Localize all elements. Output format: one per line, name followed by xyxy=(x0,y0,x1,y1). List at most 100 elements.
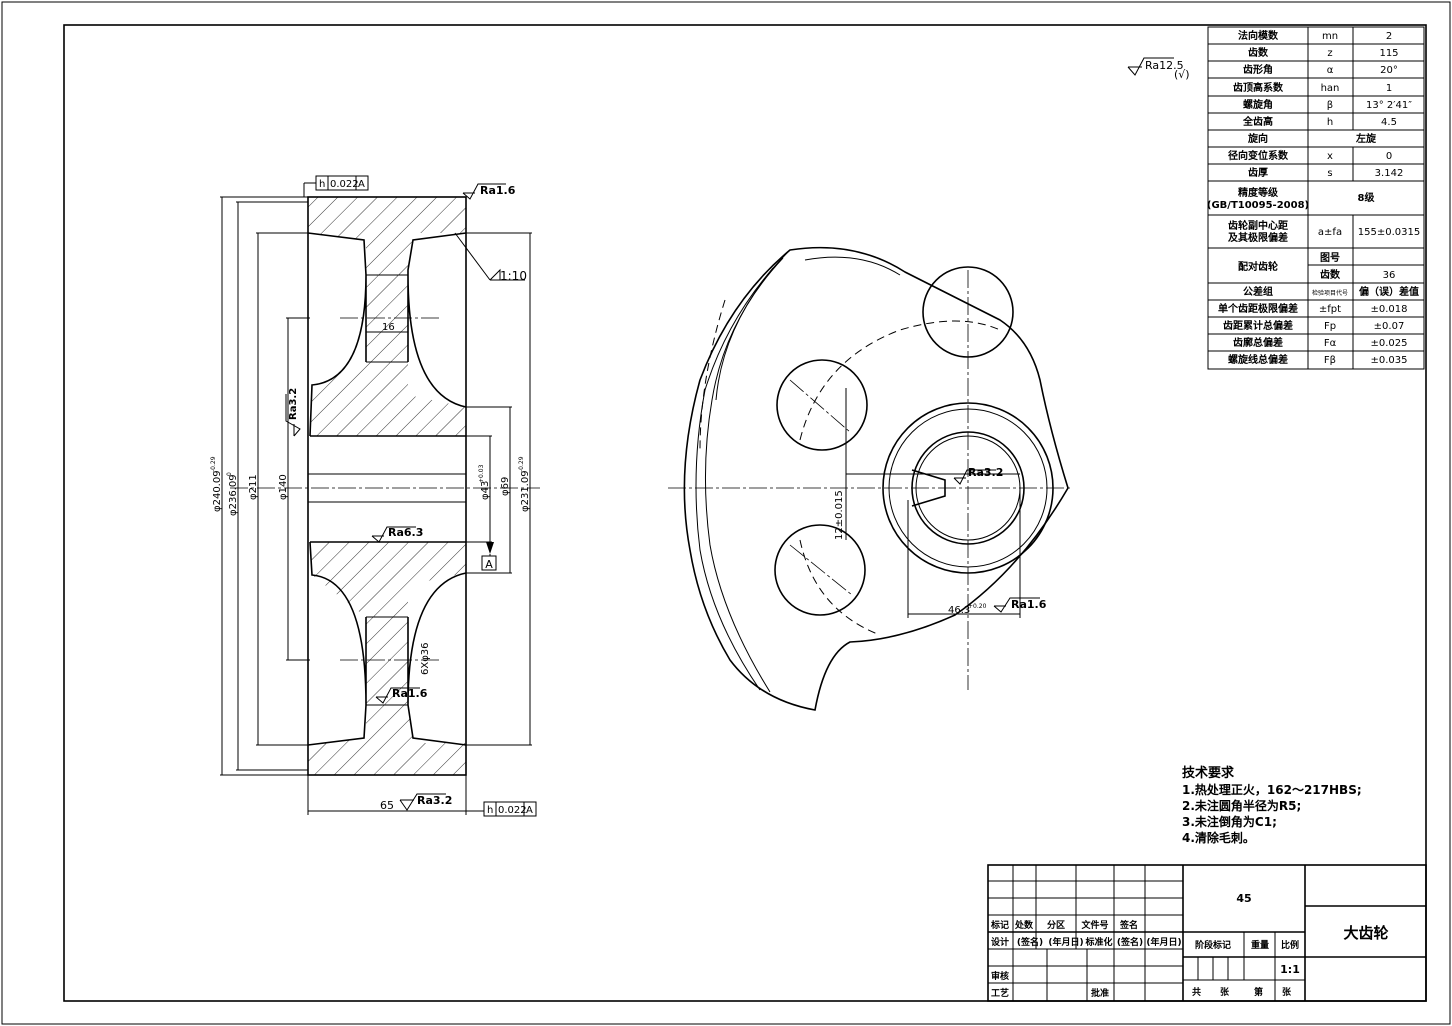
tb-approve-label: 批准 xyxy=(1091,987,1109,999)
ra-hole: Ra1.6 xyxy=(392,687,428,700)
tech-requirement-item: 4.清除毛刺。 xyxy=(1182,830,1255,845)
center-distance-label: 齿轮副中心距 xyxy=(1228,219,1288,232)
svg-text:-0.29: -0.29 xyxy=(518,456,525,472)
dim-width-65: 65 xyxy=(380,799,394,812)
tb-scale-value: 1:1 xyxy=(1280,963,1300,976)
dim-pitch-holes-dia: φ140 xyxy=(278,474,289,500)
dim-web-16: 16 xyxy=(382,322,395,333)
svg-text:-0.29: -0.29 xyxy=(210,456,217,472)
table-label: 螺旋角 xyxy=(1243,98,1273,111)
section-view: A 65 Ra3.2 h 0.022 A h 0.022 A xyxy=(210,175,540,817)
tb-label: 分区 xyxy=(1047,919,1065,931)
table-symbol: x xyxy=(1327,151,1333,162)
tech-requirement-item: 1.热处理正火，162～217HBS; xyxy=(1182,782,1362,797)
tb-label: (签名) xyxy=(1117,936,1143,948)
precision-value: 8级 xyxy=(1358,191,1376,204)
table-label: 旋向 xyxy=(1247,132,1268,145)
svg-text:0.022: 0.022 xyxy=(330,179,359,190)
table-label: 法向模数 xyxy=(1238,29,1279,42)
mating-drawing-label: 图号 xyxy=(1320,252,1340,264)
center-distance-symbol: a±fa xyxy=(1318,227,1342,238)
tb-stage-label: 阶段标记 xyxy=(1195,939,1231,951)
ra-key: Ra1.6 xyxy=(1011,598,1047,611)
geo-tolerance-top: h 0.022 A xyxy=(303,175,369,197)
tolerance-symbol: Fβ xyxy=(1324,355,1336,366)
ra-width: Ra3.2 xyxy=(417,794,452,807)
dim-key-width: 12±0.015 xyxy=(834,490,845,540)
general-roughness-note: Ra12.5 (√) xyxy=(1127,57,1190,81)
tb-label: (年月日) xyxy=(1146,936,1181,948)
ra-web: Ra3.2 xyxy=(288,388,299,420)
inner-border xyxy=(63,24,1427,1002)
ra-top-right: Ra1.6 xyxy=(480,184,516,197)
tolerance-value: ±0.07 xyxy=(1374,321,1405,332)
precision-label: 精度等级 xyxy=(1238,186,1279,199)
center-distance-label-2: 及其极限偏差 xyxy=(1228,231,1288,244)
tolerance-value: ±0.018 xyxy=(1370,304,1407,315)
table-symbol: α xyxy=(1327,65,1334,76)
table-value: 115 xyxy=(1379,48,1398,59)
front-view: 12±0.015 Ra3.2 46.3 +0.20 Ra1.6 xyxy=(668,246,1072,711)
datum-a-label: A xyxy=(485,558,493,571)
tolerance-label: 单个齿距极限偏差 xyxy=(1218,302,1298,315)
general-roughness-value: Ra12.5 xyxy=(1145,59,1184,72)
ra-keyway: Ra3.2 xyxy=(968,466,1003,479)
center-distance-value: 155±0.0315 xyxy=(1358,227,1420,238)
tolerance-label: 齿距累计总偏差 xyxy=(1223,319,1293,332)
geo-tolerance-bottom: h 0.022 A xyxy=(483,801,537,817)
tolerance-symbol: ±fpt xyxy=(1319,304,1341,315)
tolerance-value: ±0.035 xyxy=(1370,355,1407,366)
table-value: 1 xyxy=(1386,83,1392,94)
dim-root-dia: φ231.09 xyxy=(520,470,531,512)
tb-label: (年月日) xyxy=(1048,936,1083,948)
tb-sheet-no-unit: 张 xyxy=(1282,986,1292,998)
tb-sheets-total-unit: 张 xyxy=(1220,986,1230,998)
table-symbol: h xyxy=(1327,117,1333,128)
dim-keyway-depth: 46.3 xyxy=(948,605,970,616)
table-label: 全齿高 xyxy=(1242,115,1273,128)
gear-parameter-table: 法向模数 mn 2 齿数 z 115 齿形角 α 20° 齿顶高系数 han 1… xyxy=(1207,26,1425,370)
dim-rim-dia: φ211 xyxy=(248,474,259,500)
tolerance-code: 检验项目代号 xyxy=(1312,289,1348,297)
tb-label: 标准化 xyxy=(1084,936,1112,948)
dim-hub-dia: φ69 xyxy=(500,477,511,496)
tolerance-value-label: 偏（误）差值 xyxy=(1359,285,1419,298)
title-block: 标记 处数 分区 文件号 签名 设计 (签名) (年月日) 标准化 (签名) (… xyxy=(987,864,1427,1002)
svg-text:A: A xyxy=(526,805,533,816)
svg-text:h: h xyxy=(319,179,325,190)
tb-sheets-total-label: 共 xyxy=(1192,986,1201,998)
table-label: 齿数 xyxy=(1248,46,1269,59)
table-label: 齿厚 xyxy=(1248,166,1268,179)
tolerance-label: 螺旋线总偏差 xyxy=(1228,353,1288,366)
table-label: 齿顶高系数 xyxy=(1233,81,1284,94)
tb-process-label: 工艺 xyxy=(991,987,1009,999)
tb-scale-label: 比例 xyxy=(1281,939,1299,951)
mating-teeth-label: 齿数 xyxy=(1320,268,1341,281)
svg-text:0.022: 0.022 xyxy=(498,805,527,816)
tb-label: 设计 xyxy=(991,936,1009,948)
mating-teeth-value: 36 xyxy=(1383,270,1396,281)
tolerance-value: ±0.025 xyxy=(1370,338,1407,349)
tb-label: 标记 xyxy=(990,919,1009,931)
mating-gear-label: 配对齿轮 xyxy=(1238,260,1278,273)
table-value: 左旋 xyxy=(1355,132,1377,145)
svg-text:A: A xyxy=(358,179,365,190)
dim-outer-dia: φ240.09 xyxy=(212,470,223,512)
table-value: 2 xyxy=(1386,31,1392,42)
table-symbol: han xyxy=(1321,83,1340,94)
tolerance-label: 齿廓总偏差 xyxy=(1233,336,1283,349)
table-symbol: mn xyxy=(1322,31,1338,42)
table-value: 3.142 xyxy=(1375,168,1404,179)
tech-requirement-item: 3.未注倒角为C1; xyxy=(1182,814,1277,829)
tb-weight-label: 重量 xyxy=(1251,939,1269,951)
tolerance-symbol: Fα xyxy=(1324,338,1337,349)
table-symbol: s xyxy=(1327,168,1332,179)
table-value: 4.5 xyxy=(1381,117,1397,128)
general-roughness-check: (√) xyxy=(1174,68,1190,81)
svg-text:0: 0 xyxy=(226,472,233,476)
table-value: 13° 2′41″ xyxy=(1366,100,1412,111)
table-value: 0 xyxy=(1386,151,1392,162)
tech-requirement-item: 2.未注圆角半径为R5; xyxy=(1182,798,1301,813)
